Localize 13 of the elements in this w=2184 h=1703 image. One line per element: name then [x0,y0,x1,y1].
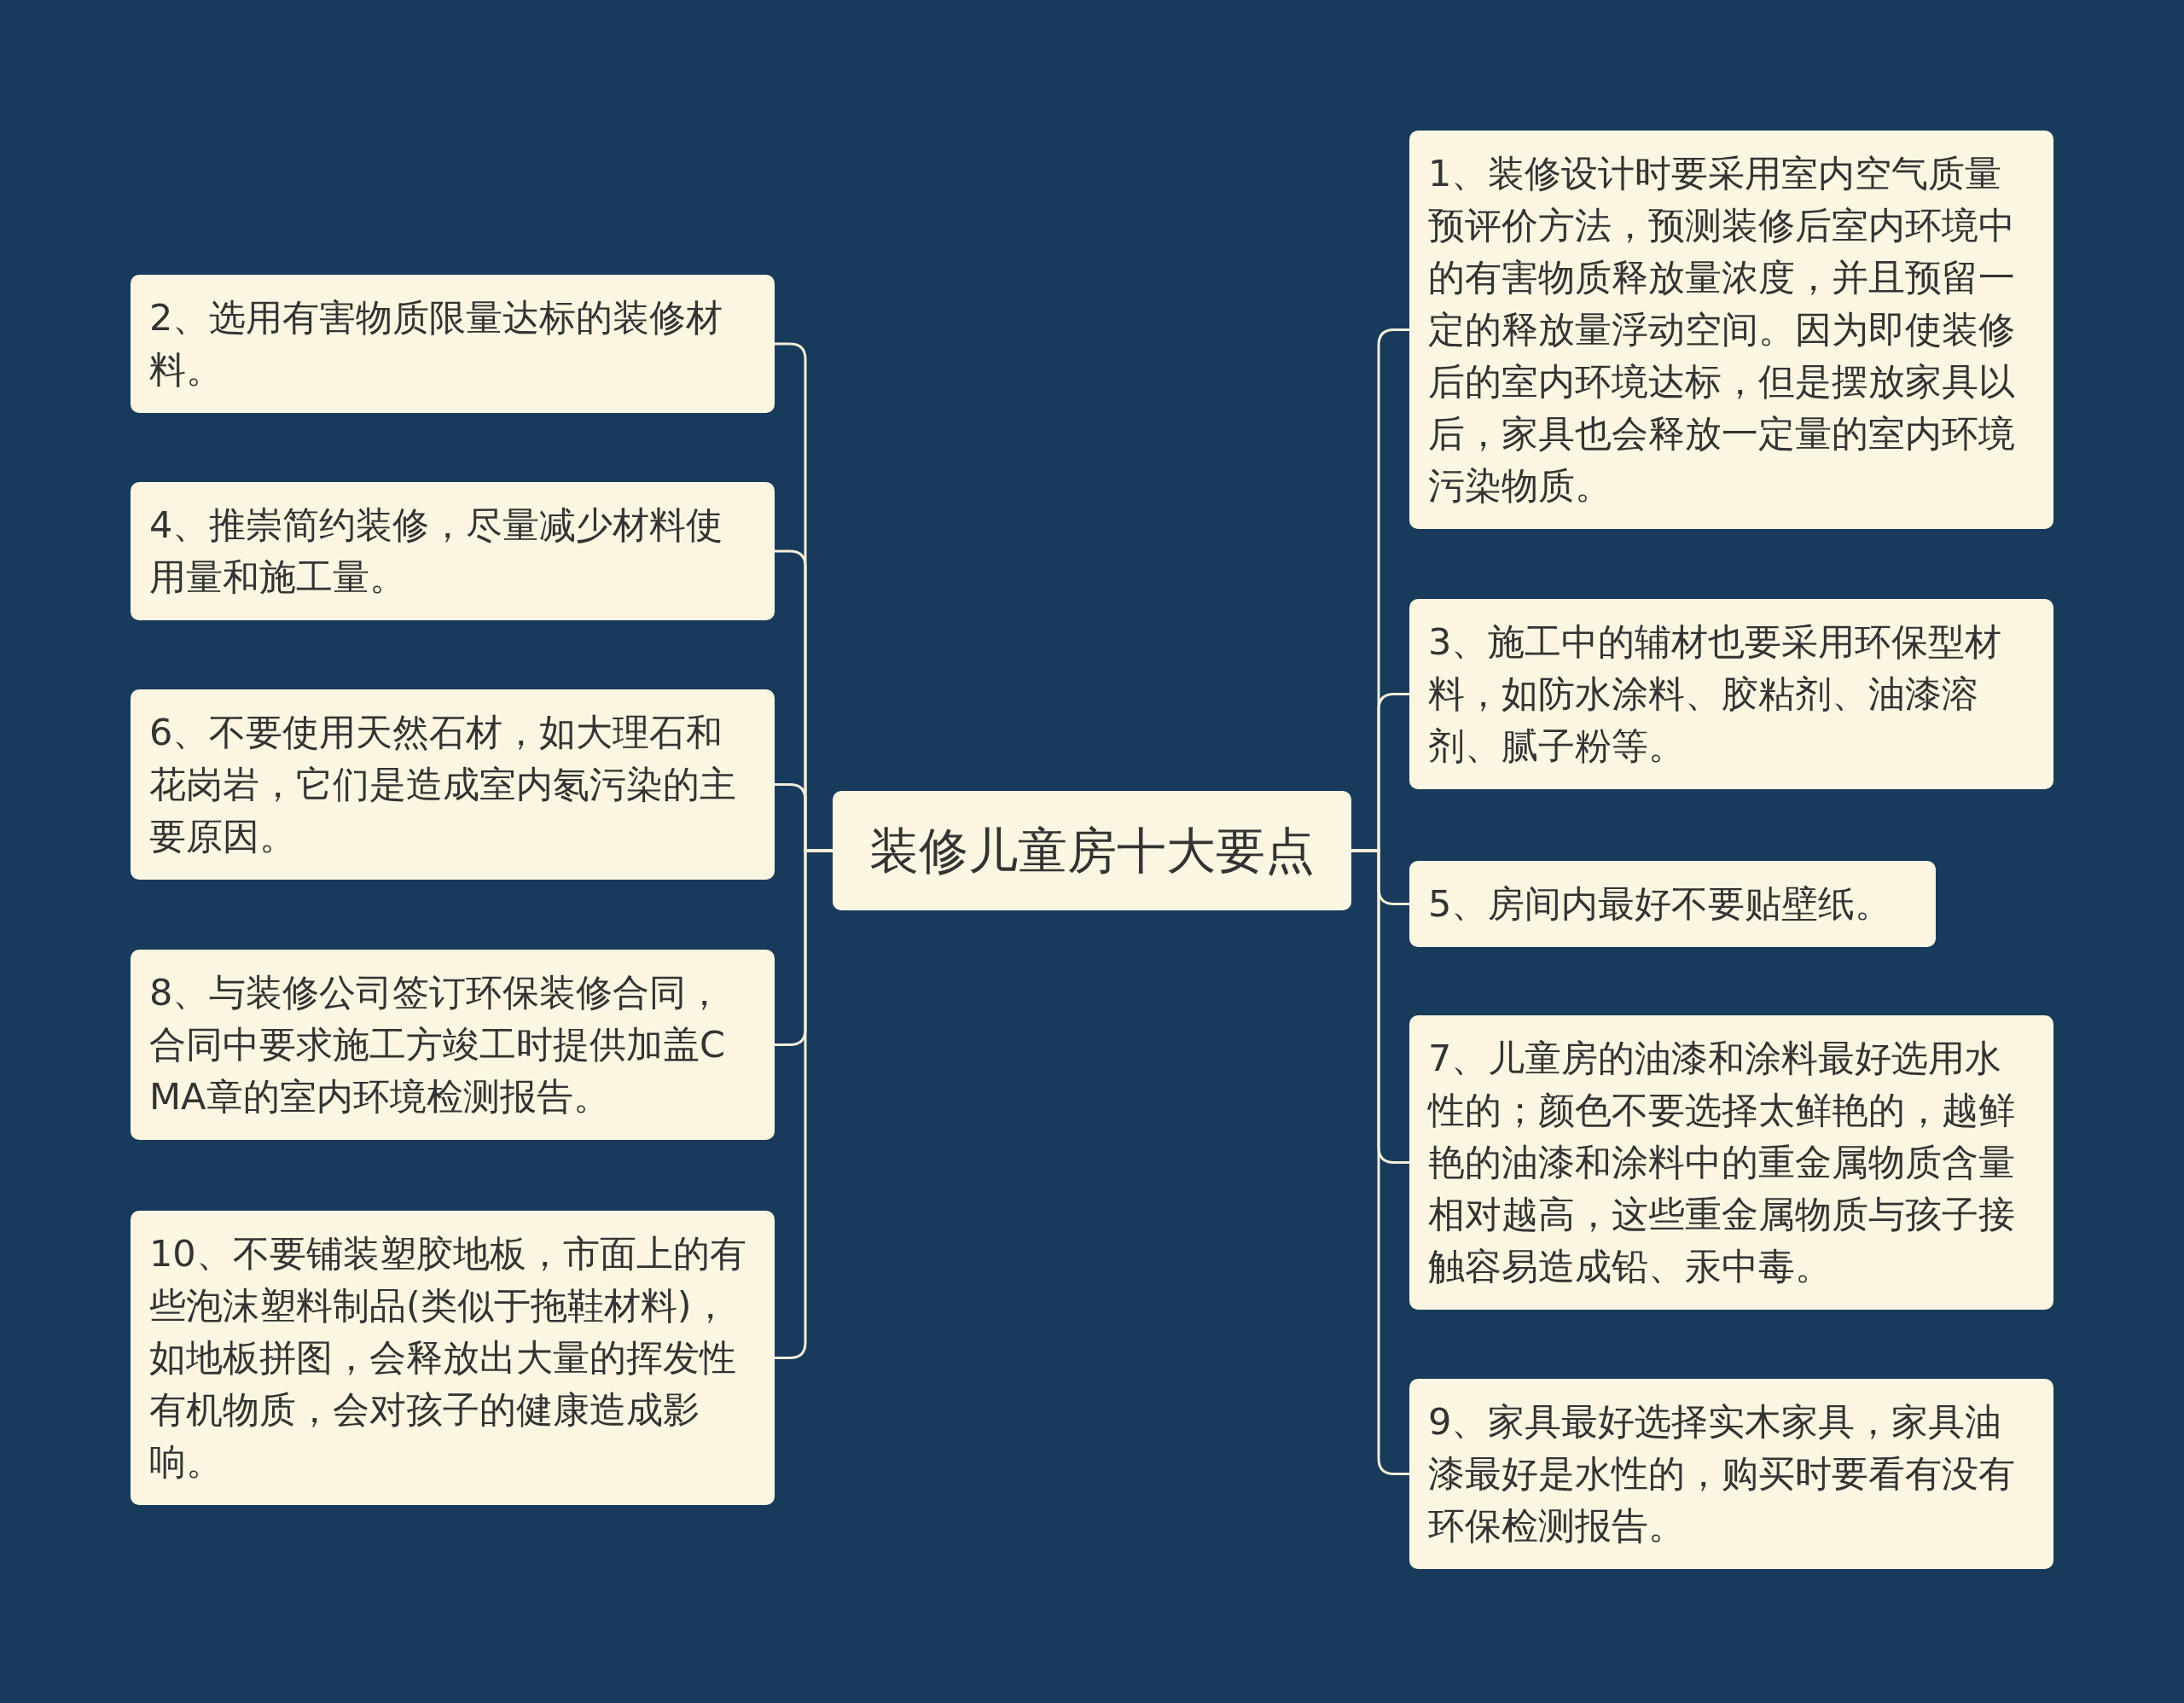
point-box: 9、家具最好选择实木家具，家具油漆最好是水性的，购买时要看有没有环保检测报告。 [1409,1379,2053,1569]
point-box: 8、与装修公司签订环保装修合同，合同中要求施工方竣工时提供加盖CMA章的室内环境检测报告。 [131,950,775,1140]
topic-box: 装修儿童房十大要点 [833,791,1351,910]
point-box: 7、儿童房的油漆和涂料最好选用水性的；颜色不要选择太鲜艳的，越鲜艳的油漆和涂料中的重金属物质含量相对越高，这些重金属物质与孩子接触容易造成铅、汞中毒。 [1409,1015,2053,1310]
point-box: 5、房间内最好不要贴壁纸。 [1409,861,1936,947]
point-box: 4、推崇简约装修，尽量减少材料使用量和施工量。 [131,482,775,620]
connector-line [775,849,833,1359]
point-box: 6、不要使用天然石材，如大理石和花岗岩，它们是造成室内氡污染的主要原因。 [131,689,775,880]
point-box: 2、选用有害物质限量达标的装修材料。 [131,275,775,413]
point-box: 3、施工中的辅材也要采用环保型材料，如防水涂料、胶粘剂、油漆溶剂、腻子粉等。 [1409,599,2053,789]
point-box: 1、装修设计时要采用室内空气质量预评价方法，预测装修后室内环境中的有害物质释放量浓度，并且预留一定的释放量浮动空间。因为即使装修后的室内环境达标，但是摆放家具以后，家具也会释放一定量的室内环境污染物质。 [1409,131,2053,529]
connector-line [1351,849,1409,1475]
point-box: 10、不要铺装塑胶地板，市面上的有些泡沫塑料制品(类似于拖鞋材料)，如地板拼图，会释放出大量的挥发性有机物质，会对孩子的健康造成影响。 [131,1211,775,1505]
